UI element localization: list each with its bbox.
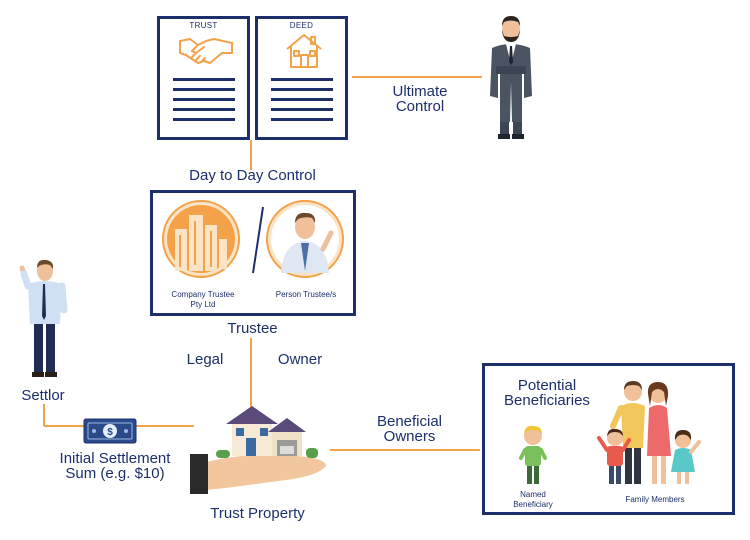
owner-label: Owner bbox=[277, 351, 323, 368]
potential-beneficiaries-title: Potential Beneficiaries bbox=[504, 377, 590, 409]
company-trustee-circle bbox=[161, 199, 241, 279]
family-members-illustration bbox=[595, 376, 707, 488]
named-beneficiary-child-illustration bbox=[515, 424, 551, 488]
company-trustee-label: Company Trustee Pty Ltd bbox=[171, 290, 235, 309]
divider-slash bbox=[251, 205, 265, 275]
trust-document: TRUST bbox=[157, 16, 250, 140]
deed-document: DEED bbox=[255, 16, 348, 140]
connector-docs-to-appointor bbox=[352, 76, 482, 78]
house-icon bbox=[284, 31, 324, 69]
connector-property-to-beneficiaries bbox=[330, 449, 480, 451]
house-on-hand-illustration bbox=[186, 400, 330, 496]
handshake-icon bbox=[178, 33, 234, 67]
settlor-label: Settlor bbox=[21, 387, 65, 404]
named-beneficiary-label: Named Beneficiary bbox=[513, 490, 553, 509]
settlor-person-illustration bbox=[18, 258, 72, 382]
connector-trustee-to-property bbox=[250, 338, 252, 408]
appointor-person-illustration bbox=[486, 14, 536, 142]
connector-docs-to-trustee bbox=[250, 140, 252, 170]
deed-document-title: DEED bbox=[289, 21, 314, 30]
trust-document-title: TRUST bbox=[189, 21, 218, 30]
person-trustee-label: Person Trustee/s bbox=[275, 290, 337, 299]
ultimate-control-label: Ultimate Control bbox=[392, 83, 448, 115]
day-to-day-control-label: Day to Day Control bbox=[189, 167, 316, 184]
person-trustee-circle bbox=[265, 199, 345, 279]
beneficial-owners-label: Beneficial Owners bbox=[376, 413, 443, 445]
svg-text:$: $ bbox=[107, 427, 113, 438]
dollar-bill-icon: $ bbox=[83, 418, 137, 444]
connector-settlor-to-property bbox=[43, 404, 45, 426]
trustee-label: Trustee bbox=[227, 320, 278, 337]
trust-property-label: Trust Property bbox=[210, 505, 305, 522]
potential-beneficiaries-box: Potential Beneficiaries Named Beneficiar… bbox=[482, 363, 735, 515]
legal-label: Legal bbox=[186, 351, 224, 368]
initial-settlement-label: Initial Settlement Sum (e.g. $10) bbox=[59, 450, 171, 482]
trustee-box: Company Trustee Pty Ltd Person Trustee/s bbox=[150, 190, 356, 316]
family-members-label: Family Members bbox=[625, 495, 685, 504]
building-icon bbox=[175, 215, 227, 271]
